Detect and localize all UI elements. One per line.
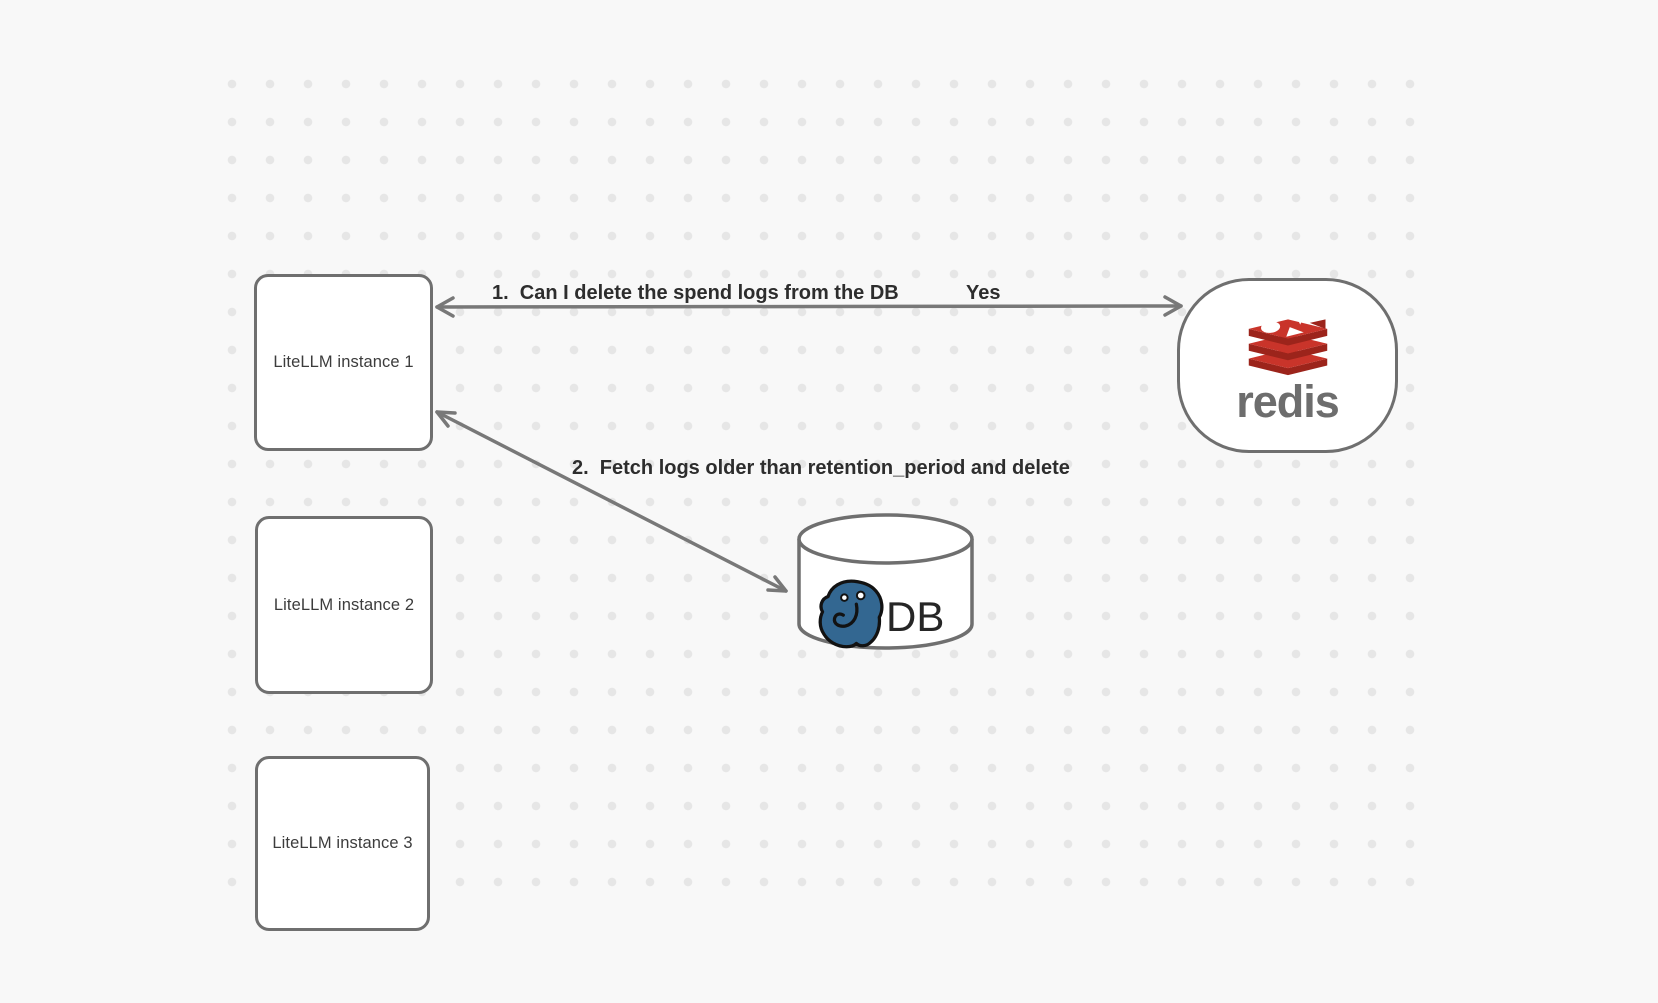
litellm-instance-3-node[interactable]: LiteLLM instance 3	[255, 756, 430, 931]
arrow-instance1-redis[interactable]	[435, 295, 1183, 318]
arrow-1-response-label[interactable]: Yes	[966, 282, 1001, 304]
litellm-instance-2-label: LiteLLM instance 2	[273, 595, 415, 614]
redis-wordmark: redis	[1236, 375, 1340, 427]
litellm-instance-2-node[interactable]: LiteLLM instance 2	[255, 516, 433, 694]
db-label: DB	[886, 593, 945, 640]
redis-logo-icon	[1248, 308, 1327, 375]
redis-node[interactable]: redis	[1177, 278, 1398, 453]
arrow-2-label[interactable]: 2. Fetch logs older than retention_perio…	[572, 457, 1070, 479]
postgresql-icon	[818, 579, 884, 649]
litellm-instance-3-label: LiteLLM instance 3	[272, 834, 413, 852]
litellm-instance-1-label: LiteLLM instance 1	[273, 353, 414, 371]
litellm-instance-1-node[interactable]: LiteLLM instance 1	[254, 274, 433, 451]
arrow-instance1-db[interactable]	[435, 410, 788, 593]
arrow-1-label[interactable]: 1. Can I delete the spend logs from the …	[492, 282, 899, 304]
